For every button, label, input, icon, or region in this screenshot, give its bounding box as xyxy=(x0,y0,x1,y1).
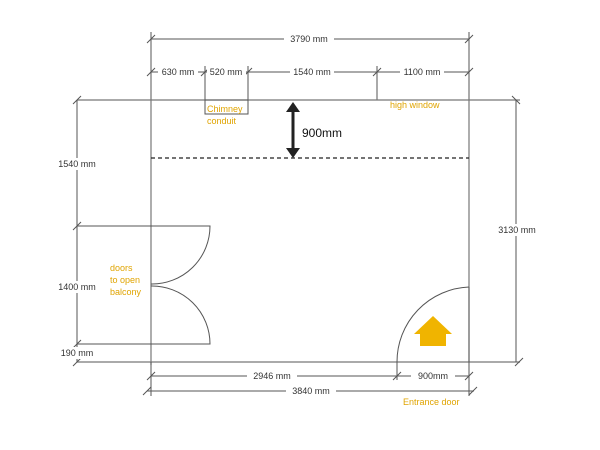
arrow-up-icon xyxy=(414,316,452,346)
entrance-door: Entrance door xyxy=(396,286,470,407)
balcony-doors: doors to open balcony xyxy=(110,225,211,345)
bottom-seg1-label: 2946 mm xyxy=(253,371,291,381)
top-segment-dimension: 630 mm 520 mm 1540 mm 1100 mm xyxy=(146,66,474,100)
chimney-label-line1: Chimney xyxy=(207,104,243,114)
double-arrow-vertical-icon xyxy=(286,102,300,158)
chimney-label-line2: conduit xyxy=(207,116,237,126)
top-seg1-label: 630 mm xyxy=(162,67,195,77)
right-dimension: 3130 mm xyxy=(494,100,540,362)
top-seg2-label: 520 mm xyxy=(210,67,243,77)
bottom-seg2-label: 900mm xyxy=(418,371,448,381)
top-seg3-label: 1540 mm xyxy=(293,67,331,77)
balcony-label-line2: to open xyxy=(110,275,140,285)
left-dimensions: 1540 mm 1400 mm 190 mm xyxy=(50,100,151,362)
clearance-indicator: 900mm xyxy=(151,102,469,159)
balcony-label-line3: balcony xyxy=(110,287,142,297)
top-seg4-label: 1100 mm xyxy=(404,67,441,77)
balcony-label-line1: doors xyxy=(110,263,133,273)
top-total-label: 3790 mm xyxy=(290,34,328,44)
entrance-label: Entrance door xyxy=(403,397,460,407)
clearance-label: 900mm xyxy=(302,126,342,140)
chimney-conduit: Chimney conduit xyxy=(204,99,249,126)
left-top-label: 1540 mm xyxy=(58,159,96,169)
high-window-label: high window xyxy=(390,100,440,110)
room-walls xyxy=(72,95,524,367)
left-mid-label: 1400 mm xyxy=(58,282,96,292)
top-total-dimension: 3790 mm xyxy=(146,32,474,100)
bottom-total-label: 3840 mm xyxy=(292,386,330,396)
left-bottom-label: 190 mm xyxy=(61,348,94,358)
bottom-dimensions: 2946 mm 900mm 3840 mm xyxy=(142,362,478,397)
right-height-label: 3130 mm xyxy=(498,225,536,235)
